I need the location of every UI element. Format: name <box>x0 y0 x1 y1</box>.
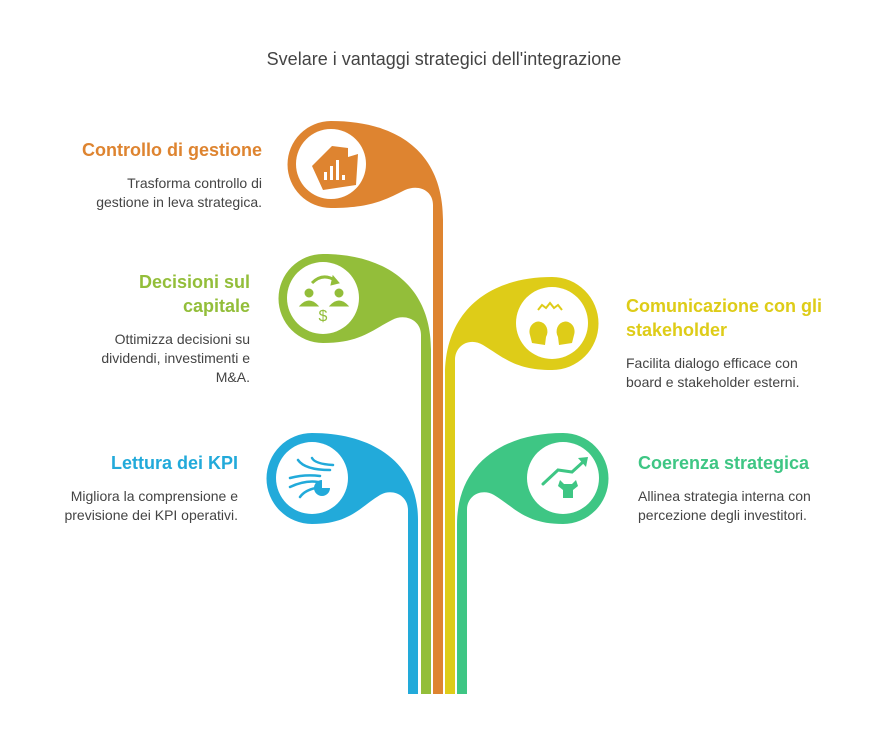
branch-controllo <box>287 121 443 694</box>
item-comunicazione: Comunicazione con gli stakeholder Facili… <box>626 294 826 392</box>
item-title: Controllo di gestione <box>82 140 262 160</box>
item-text: Allinea strategia interna con percezione… <box>638 488 811 523</box>
capital-exchange-icon: $ <box>298 274 350 325</box>
item-title: Decisioni sul capitale <box>138 272 250 316</box>
item-decisioni: Decisioni sul capitale Ottimizza decisio… <box>60 270 250 387</box>
bull-trend-icon <box>541 457 588 498</box>
kpi-flow-icon <box>288 456 335 499</box>
branch-kpi <box>266 433 418 694</box>
branch-coerenza <box>457 433 609 694</box>
branch-decisioni: $ <box>278 254 431 694</box>
item-text: Facilita dialogo efficace con board e st… <box>626 355 800 390</box>
item-text: Ottimizza decisioni su dividendi, invest… <box>101 331 250 385</box>
diagram-title: Svelare i vantaggi strategici dell'integ… <box>266 49 622 69</box>
svg-text:$: $ <box>319 308 328 325</box>
item-text: Migliora la comprensione e previsione de… <box>64 488 238 523</box>
item-title: Coerenza strategica <box>638 453 810 473</box>
branch-comunicazione <box>445 277 599 694</box>
dialogue-heads-icon <box>529 301 575 345</box>
item-kpi: Lettura dei KPI Migliora la comprensione… <box>40 451 238 525</box>
item-text: Trasforma controllo di gestione in leva … <box>96 175 262 210</box>
item-controllo: Controllo di gestione Trasforma controll… <box>40 138 262 212</box>
item-title: Comunicazione con gli stakeholder <box>626 296 823 340</box>
item-title: Lettura dei KPI <box>110 453 238 473</box>
item-coerenza: Coerenza strategica Allinea strategia in… <box>638 451 838 525</box>
chart-box-icon <box>312 146 358 190</box>
